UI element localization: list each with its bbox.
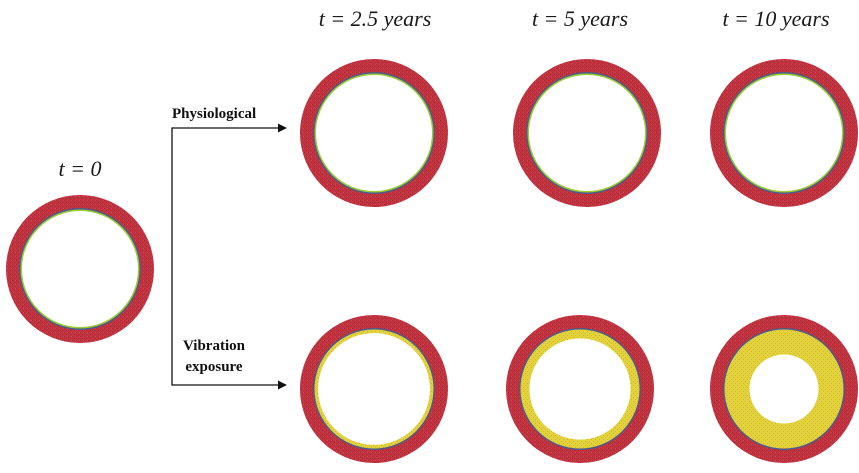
physiological-label: Physiological [172, 104, 256, 125]
time-label-10-years: t = 10 years [722, 6, 829, 32]
physiological-arrow [172, 128, 286, 268]
vessel-lumen [529, 75, 645, 191]
physiological-label-text: Physiological [172, 104, 256, 125]
vessel-vibration-3 [710, 315, 858, 463]
time-label-t0: t = 0 [59, 156, 102, 182]
vessel-physiological-1 [300, 59, 448, 207]
vessel-vibration-1 [300, 315, 448, 463]
vibration-label-line2: exposure [183, 357, 245, 378]
vibration-exposure-label: Vibration exposure [183, 336, 245, 378]
vessel-physiological-3 [710, 59, 858, 207]
time-label-5-years: t = 5 years [532, 6, 628, 32]
vessel-lumen [749, 354, 818, 423]
vessel-lumen [726, 75, 842, 191]
vessel-cross-sections [6, 59, 858, 463]
vessel-lumen [318, 333, 430, 445]
vessel-physiological-2 [513, 59, 661, 207]
vessel-lumen [529, 338, 630, 439]
vessel-lumen [316, 75, 432, 191]
vessel-initial [6, 195, 154, 343]
time-label-2-5-years: t = 2.5 years [319, 6, 432, 32]
vessel-vibration-2 [506, 315, 654, 463]
vessel-lumen [22, 211, 138, 327]
vibration-label-line1: Vibration [183, 336, 245, 357]
